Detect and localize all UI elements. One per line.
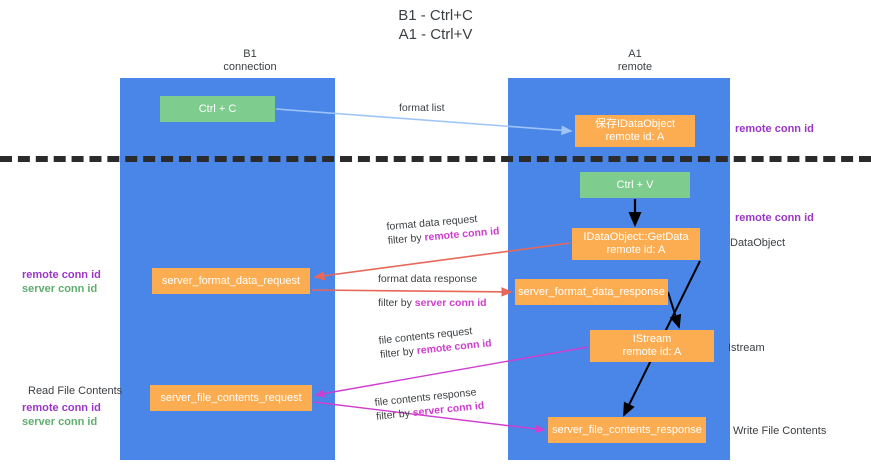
annotation-remote-conn-id-top: remote conn id bbox=[735, 122, 814, 136]
annotation-dataobject: DataObject bbox=[730, 236, 785, 250]
edge-label-file-contents-request: file contents request filter by remote c… bbox=[378, 322, 492, 362]
node-ctrl-c-label: Ctrl + C bbox=[198, 102, 237, 115]
node-server-file-contents-response-label: server_file_contents_response bbox=[552, 423, 702, 436]
node-istream[interactable]: IStream remote id: A bbox=[590, 330, 714, 362]
node-ctrl-v[interactable]: Ctrl + V bbox=[580, 172, 690, 198]
edge-label-format-list: format list bbox=[399, 101, 445, 115]
node-server-format-data-request-label: server_format_data_request bbox=[161, 274, 301, 287]
annotation-left-conn-ids-2: remote conn id server conn id bbox=[22, 401, 101, 429]
annotation-left-server-conn-id-2: server conn id bbox=[22, 416, 98, 428]
node-idataobject-sub: remote id: A bbox=[605, 131, 665, 143]
node-ctrl-v-label: Ctrl + V bbox=[616, 178, 654, 191]
node-server-format-data-response-label: server_format_data_response bbox=[518, 285, 665, 298]
node-server-file-contents-response[interactable]: server_file_contents_response bbox=[548, 417, 706, 443]
annotation-istream-text: Istream bbox=[728, 342, 765, 354]
filter-key: server conn id bbox=[414, 297, 487, 309]
node-ctrl-c[interactable]: Ctrl + C bbox=[160, 96, 275, 122]
filter-prefix: filter by bbox=[387, 231, 425, 247]
column-header-a1: A1 remote bbox=[535, 48, 735, 74]
node-server-format-data-request[interactable]: server_format_data_request bbox=[152, 268, 310, 294]
annotation-left-remote-conn-id-2: remote conn id bbox=[22, 402, 101, 414]
node-istream-sub: remote id: A bbox=[622, 346, 682, 358]
column-header-b1-name: B1 bbox=[243, 48, 257, 60]
annotation-write-file-contents-text: Write File Contents bbox=[733, 425, 827, 437]
annotation-remote-conn-id-top-text: remote conn id bbox=[735, 123, 814, 135]
node-server-file-contents-request[interactable]: server_file_contents_request bbox=[150, 385, 312, 411]
edge-label-format-list-line1: format list bbox=[399, 102, 445, 114]
node-server-file-contents-request-label: server_file_contents_request bbox=[160, 391, 302, 404]
edge-label-file-contents-response: file contents response filter by server … bbox=[374, 385, 485, 424]
annotation-read-file-contents-text: Read File Contents bbox=[28, 385, 123, 397]
annotation-dataobject-text: DataObject bbox=[730, 237, 786, 249]
column-header-b1-role: connection bbox=[223, 61, 277, 73]
annotation-left-conn-ids: remote conn id server conn id bbox=[22, 268, 101, 296]
annotation-write-file-contents: Write File Contents bbox=[733, 424, 826, 438]
column-header-a1-role: remote bbox=[617, 61, 653, 73]
node-server-format-data-response[interactable]: server_format_data_response bbox=[515, 279, 668, 305]
annotation-left-server-conn-id: server conn id bbox=[22, 283, 98, 295]
page-title-line-2: A1 - Ctrl+V bbox=[398, 26, 473, 43]
filter-prefix: filter by bbox=[379, 345, 418, 361]
phase-divider bbox=[0, 156, 871, 162]
node-idataobject-label: 保存IDataObject bbox=[594, 118, 676, 130]
annotation-istream: Istream bbox=[728, 341, 765, 355]
node-getdata-label: IDataObject::GetData bbox=[583, 231, 689, 243]
node-getdata-sub: remote id: A bbox=[606, 244, 666, 256]
node-idataobject[interactable]: 保存IDataObject remote id: A bbox=[575, 115, 695, 147]
annotation-read-file-contents: Read File Contents bbox=[28, 384, 122, 398]
annotation-left-remote-conn-id: remote conn id bbox=[22, 269, 101, 281]
page-title-line-1: B1 - Ctrl+C bbox=[398, 7, 473, 24]
annotation-remote-conn-id-mid-text: remote conn id bbox=[735, 212, 814, 224]
filter-prefix: filter by bbox=[375, 407, 414, 423]
column-header-b1: B1 connection bbox=[150, 48, 350, 74]
page-title: B1 - Ctrl+C A1 - Ctrl+V bbox=[0, 6, 871, 44]
edge-label-format-data-response-line1: format data response bbox=[378, 273, 478, 285]
edge-label-format-data-request: format data request filter by remote con… bbox=[386, 210, 500, 248]
edge-label-format-data-response: format data response filter by server co… bbox=[378, 272, 487, 310]
node-istream-label: IStream bbox=[632, 333, 672, 345]
filter-prefix: filter by bbox=[378, 297, 415, 309]
edge-label-format-data-response-filter: filter by server conn id bbox=[378, 296, 487, 310]
node-idataobject-getdata[interactable]: IDataObject::GetData remote id: A bbox=[572, 228, 700, 260]
annotation-remote-conn-id-mid: remote conn id bbox=[735, 211, 814, 225]
column-header-a1-name: A1 bbox=[628, 48, 642, 60]
